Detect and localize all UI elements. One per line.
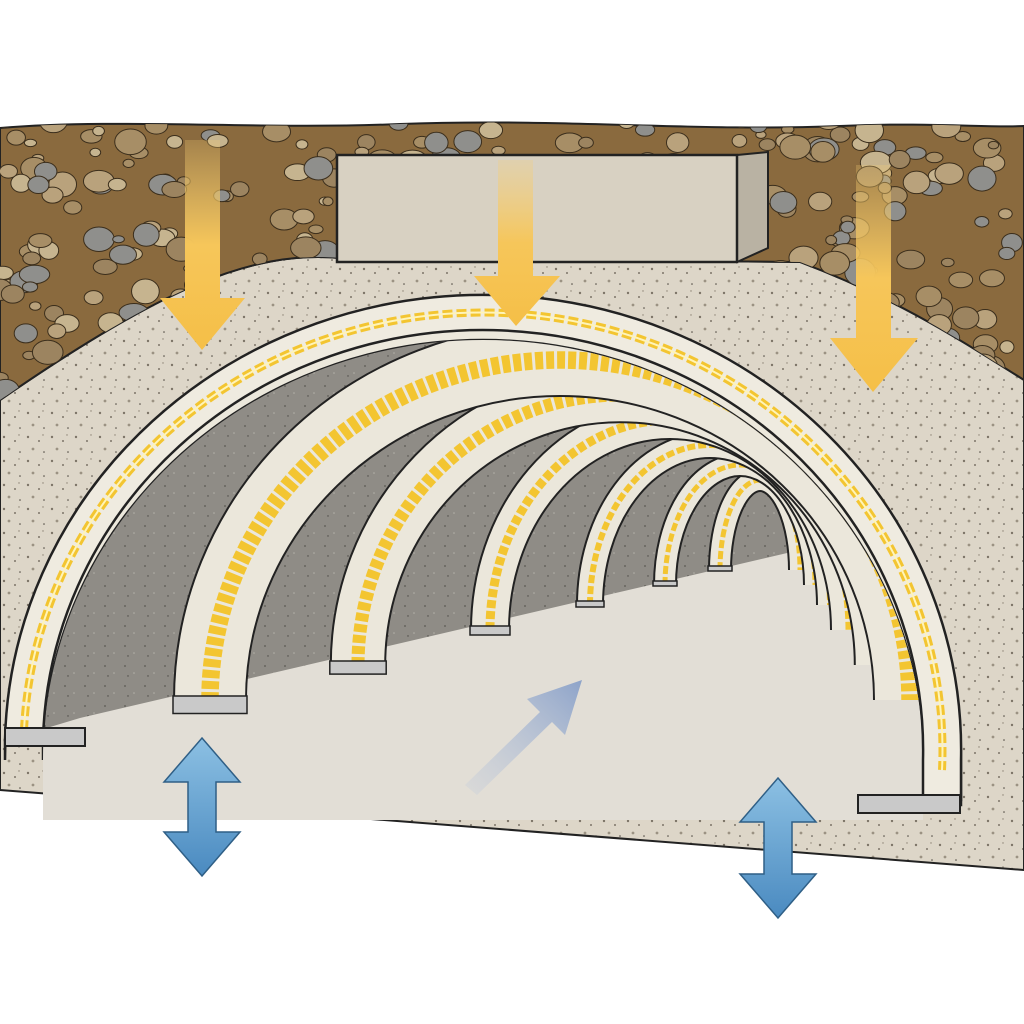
soil-stone [230, 181, 250, 198]
soil-stone [18, 264, 51, 285]
soil-stone [998, 208, 1013, 220]
load-arrow-down-icon [474, 160, 560, 326]
soil-stone [109, 244, 137, 265]
soil-stone [107, 177, 127, 192]
vertical-double-arrow-icon [162, 736, 242, 878]
soil-stone [491, 145, 506, 156]
soil-stone [92, 258, 118, 275]
soil-stone [303, 156, 334, 181]
soil-stone [131, 278, 160, 305]
soil-stone [617, 122, 636, 129]
soil-stone [829, 126, 851, 143]
soil-stone [166, 135, 184, 149]
soil-stone [779, 134, 812, 160]
soil-stone [732, 122, 751, 129]
soil-stone [83, 290, 104, 306]
soil-stone [931, 122, 962, 139]
soil-stone [954, 131, 972, 143]
soil-stone [295, 139, 309, 150]
soil-stone [63, 200, 83, 215]
soil-stone [578, 136, 594, 149]
soil-stone [940, 257, 955, 268]
tunnel-floor [43, 550, 923, 820]
soil-stone [424, 131, 449, 154]
arch-foot-left [4, 727, 86, 747]
soil-stone [22, 251, 42, 266]
soil-stone [840, 220, 856, 234]
soil-stone [999, 340, 1015, 354]
soil-stone [453, 130, 483, 154]
soil-stone [936, 122, 950, 126]
soil-stone [979, 269, 1005, 288]
soil-stone [810, 140, 836, 163]
soil-stone [41, 186, 64, 204]
diagonal-flow-arrow-icon [465, 680, 582, 795]
arch-foot-right [857, 794, 961, 814]
arch-front-face [3, 293, 963, 802]
load-arrow-down-icon [160, 140, 245, 350]
soil-stone [915, 285, 943, 308]
soil-stone [0, 164, 18, 179]
load-arrow-down-icon [830, 165, 918, 392]
soil-stone [83, 226, 115, 252]
soil-stone [112, 235, 125, 244]
soil-stone [27, 175, 50, 195]
soil-stone [144, 122, 169, 135]
soil-stone [38, 122, 69, 134]
soil-stone [987, 140, 1000, 150]
concrete-slab [335, 150, 769, 264]
soil-stone [292, 208, 315, 225]
soil-stone [934, 162, 964, 185]
soil-stone [769, 191, 798, 214]
soil-stone [114, 128, 147, 156]
soil-stone [308, 224, 324, 235]
soil-stone [731, 134, 748, 148]
soil-stone [819, 250, 851, 276]
soil-stone [0, 122, 15, 129]
soil-stone [6, 129, 26, 146]
soil-stone [967, 165, 997, 192]
soil-stone [290, 236, 322, 260]
soil-stone [31, 339, 64, 365]
soil-stone [0, 284, 25, 304]
soil-stone [948, 271, 974, 289]
soil-stone [902, 170, 931, 195]
soil-stone [28, 233, 53, 248]
soil-stone [888, 150, 911, 169]
soil-stone [22, 281, 39, 293]
soil-stone [322, 196, 334, 207]
soil-stone [122, 158, 135, 168]
soil-stone [925, 151, 944, 164]
soil-stone [749, 122, 768, 134]
soil-stone [132, 222, 160, 247]
soil-stone [161, 180, 188, 198]
soil-stone [92, 125, 105, 137]
soil-stone [47, 323, 67, 339]
soil-stone [23, 138, 38, 148]
soil-stone [998, 246, 1016, 261]
soil-stone [13, 323, 38, 344]
soil-stone [952, 306, 980, 330]
soil-stone [808, 191, 833, 212]
soil-stone [262, 122, 292, 143]
soil-stone [758, 138, 776, 152]
soil-stone [896, 249, 926, 270]
soil-stone [825, 234, 838, 246]
soil-stone [665, 132, 690, 153]
soil-stone [89, 147, 102, 158]
soil-stone [854, 122, 884, 144]
vertical-double-arrow-icon [738, 776, 818, 920]
soil-stone [974, 216, 990, 228]
soil-stone [478, 122, 504, 140]
soil-stone [29, 301, 42, 311]
